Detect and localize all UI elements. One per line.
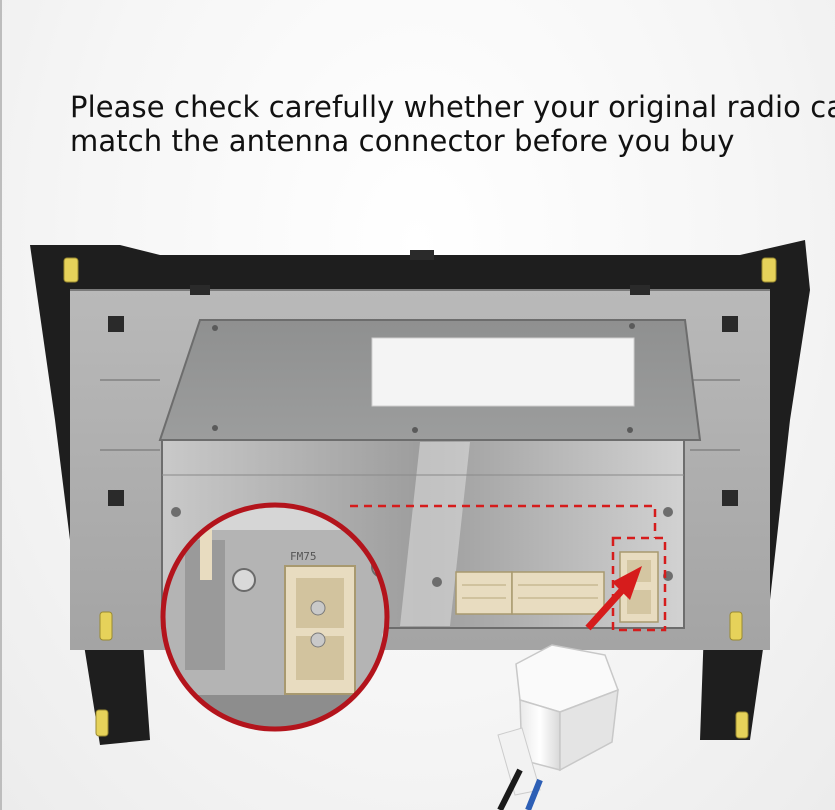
- headline-text: Please check carefully whether your orig…: [70, 90, 835, 158]
- radio-front-screws: [171, 507, 673, 587]
- magnifier-ring: [160, 502, 390, 732]
- mounting-clips: [63, 257, 777, 739]
- fm-tag-label: FM75: [290, 550, 317, 563]
- harness-connector-left: [455, 571, 513, 615]
- red-arrow-icon: [585, 566, 642, 631]
- antenna-plug: [497, 644, 619, 810]
- highlight-dashed-lines: [350, 504, 667, 632]
- panel-slots: [108, 250, 738, 506]
- panel-ribs: [100, 379, 740, 451]
- radio-label-sticker: [371, 337, 635, 407]
- radio-top-rivets: [212, 323, 635, 433]
- headline-line-1: Please check carefully whether your orig…: [70, 90, 835, 124]
- headline-line-2: match the antenna connector before you b…: [70, 124, 735, 158]
- harness-connector-right: [511, 571, 605, 615]
- left-border-line: [0, 0, 2, 810]
